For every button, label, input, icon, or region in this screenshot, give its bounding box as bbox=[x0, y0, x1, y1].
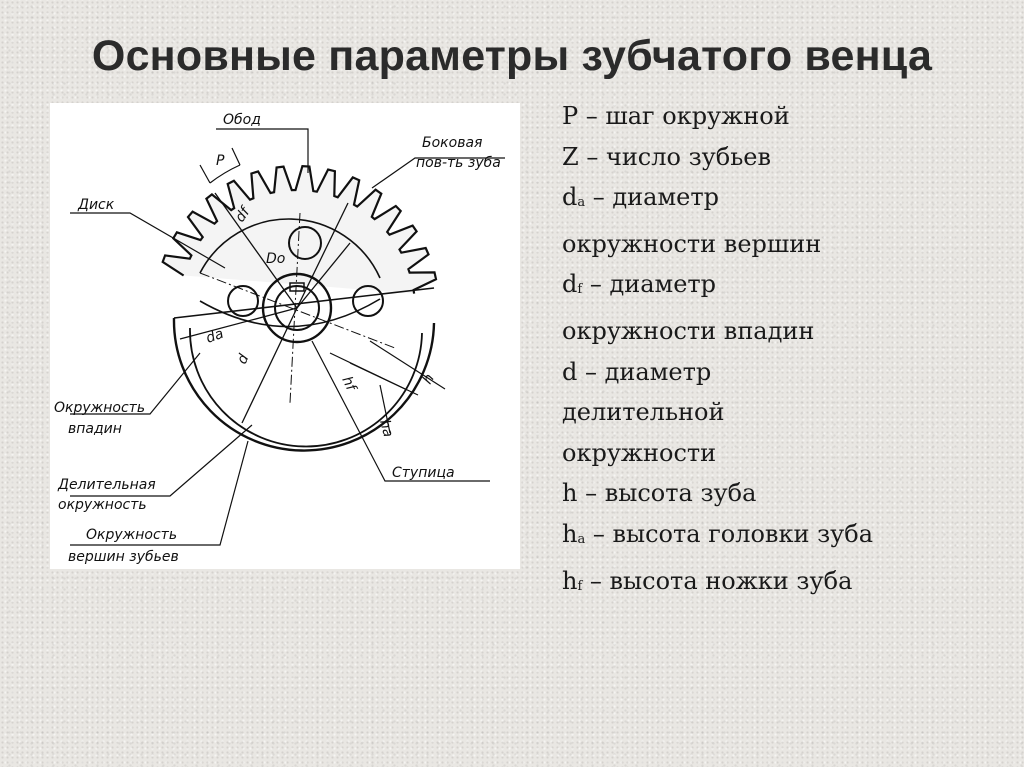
legend-item: Z – число зубьев bbox=[562, 142, 772, 171]
legend-item: hf – высота ножки зуба bbox=[562, 566, 853, 595]
label-root-circle-2: впадин bbox=[68, 421, 122, 437]
section-line bbox=[173, 287, 435, 319]
legend-item: P – шаг окружной bbox=[562, 102, 790, 130]
gear-teeth bbox=[161, 164, 438, 294]
legend-item: df – диаметр bbox=[562, 270, 717, 299]
leader-tip bbox=[70, 440, 249, 546]
leader-root bbox=[70, 352, 201, 415]
label-da: da bbox=[204, 326, 226, 347]
leader-side bbox=[371, 157, 505, 189]
label-rim: Обод bbox=[223, 112, 261, 128]
legend-item: окружности впадин bbox=[562, 316, 815, 345]
rim-outer-arc bbox=[172, 317, 436, 452]
legend-item: da – диаметр bbox=[562, 183, 719, 212]
label-do: Do bbox=[266, 251, 285, 267]
label-d: d bbox=[234, 352, 252, 367]
gear-diagram: Обод Боковая пов-ть зуба Диск Окружность… bbox=[50, 103, 520, 569]
legend-item: ha – высота головки зуба bbox=[562, 519, 874, 548]
legend-item: делительной bbox=[562, 398, 725, 427]
leader-hub bbox=[311, 340, 490, 482]
label-ha: ha bbox=[376, 418, 396, 439]
label-side-surface-2: пов-ть зуба bbox=[416, 155, 501, 171]
label-p: P bbox=[216, 153, 225, 169]
parameter-legend: P – шаг окружной Z – число зубьев da – д… bbox=[562, 96, 1002, 607]
legend-item: окружности bbox=[562, 438, 717, 467]
label-tip-circle-2: вершин зубьев bbox=[68, 549, 179, 565]
label-root-circle-1: Окружность bbox=[54, 400, 145, 416]
leader-rim bbox=[216, 128, 309, 173]
disk-outline-lower bbox=[199, 298, 381, 328]
disk-hole-left bbox=[227, 285, 259, 317]
legend-item: d – диаметр bbox=[562, 357, 712, 386]
keyway bbox=[289, 282, 305, 292]
label-hf: hf bbox=[338, 374, 359, 395]
gear-drawing: Обод Боковая пов-ть зуба Диск Окружность… bbox=[54, 112, 505, 565]
legend-item: окружности вершин bbox=[562, 229, 822, 258]
label-pitch-circle-2: окружность bbox=[58, 497, 147, 513]
leader-disk bbox=[70, 212, 226, 269]
disk-hole-right bbox=[352, 285, 384, 317]
hub-bore bbox=[274, 285, 320, 331]
label-disk: Диск bbox=[77, 197, 115, 213]
slide-title: Основные параметры зубчатого венца bbox=[91, 32, 933, 80]
label-h: h bbox=[420, 371, 438, 387]
rim-inner-arc bbox=[189, 327, 423, 448]
label-tip-circle-1: Окружность bbox=[86, 527, 177, 543]
disk-hole-top bbox=[288, 226, 322, 260]
legend-item: h – высота зуба bbox=[562, 479, 757, 508]
label-side-surface-1: Боковая bbox=[422, 135, 482, 151]
label-pitch-circle-1: Делительная bbox=[57, 477, 156, 493]
leader-pitch bbox=[70, 424, 253, 497]
disk-outline bbox=[199, 218, 381, 279]
label-hub: Ступица bbox=[392, 465, 455, 481]
